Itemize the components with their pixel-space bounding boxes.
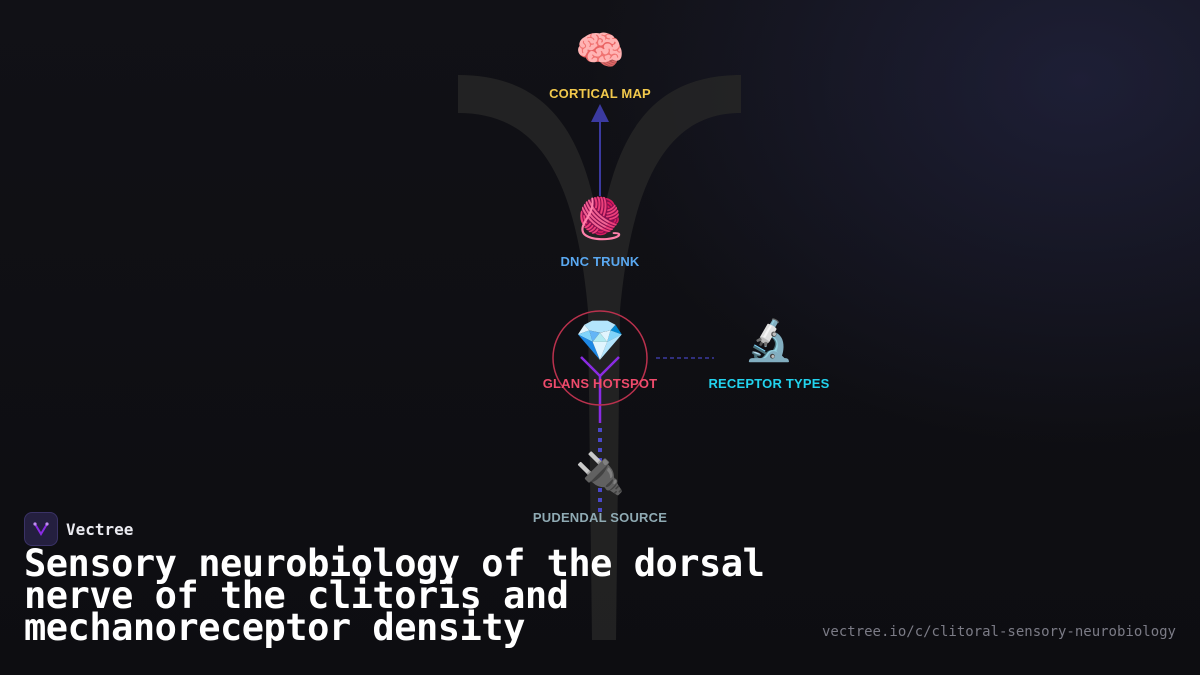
node-dnc-trunk: 🧶 DNC TRUNK (480, 196, 720, 269)
watermark-symbol (458, 75, 741, 640)
vectree-logo-icon (24, 512, 58, 546)
node-label: GLANS HOTSPOT (542, 376, 658, 391)
page-url[interactable]: vectree.io/c/clitoral-sensory-neurobiolo… (821, 624, 1176, 640)
brain-icon: 🧠 (575, 28, 625, 74)
node-pudendal-source: 🔌 PUDENDAL SOURCE (480, 451, 720, 525)
gem-icon: 💎 (575, 318, 625, 364)
hotspot-ring (552, 310, 648, 406)
yarn-icon: 🧶 (575, 196, 625, 242)
brand-name: Vectree (66, 519, 134, 539)
page-title: Sensory neurobiology of the dorsal nerve… (24, 542, 765, 649)
microscope-icon: 🔬 (744, 318, 794, 364)
node-label: RECEPTOR TYPES (708, 376, 830, 391)
arrowhead-icon (591, 104, 609, 122)
node-label: PUDENDAL SOURCE (532, 510, 668, 525)
node-label: DNC TRUNK (560, 254, 640, 269)
brand[interactable]: Vectree (24, 512, 133, 546)
node-cortical-map: 🧠 CORTICAL MAP (480, 28, 720, 101)
node-receptor-types: 🔬 RECEPTOR TYPES (649, 318, 889, 391)
node-glans-hotspot: 💎 GLANS HOTSPOT (480, 318, 720, 391)
node-label: CORTICAL MAP (549, 86, 651, 101)
plug-icon: 🔌 (575, 451, 625, 497)
branch-fork (580, 356, 620, 378)
